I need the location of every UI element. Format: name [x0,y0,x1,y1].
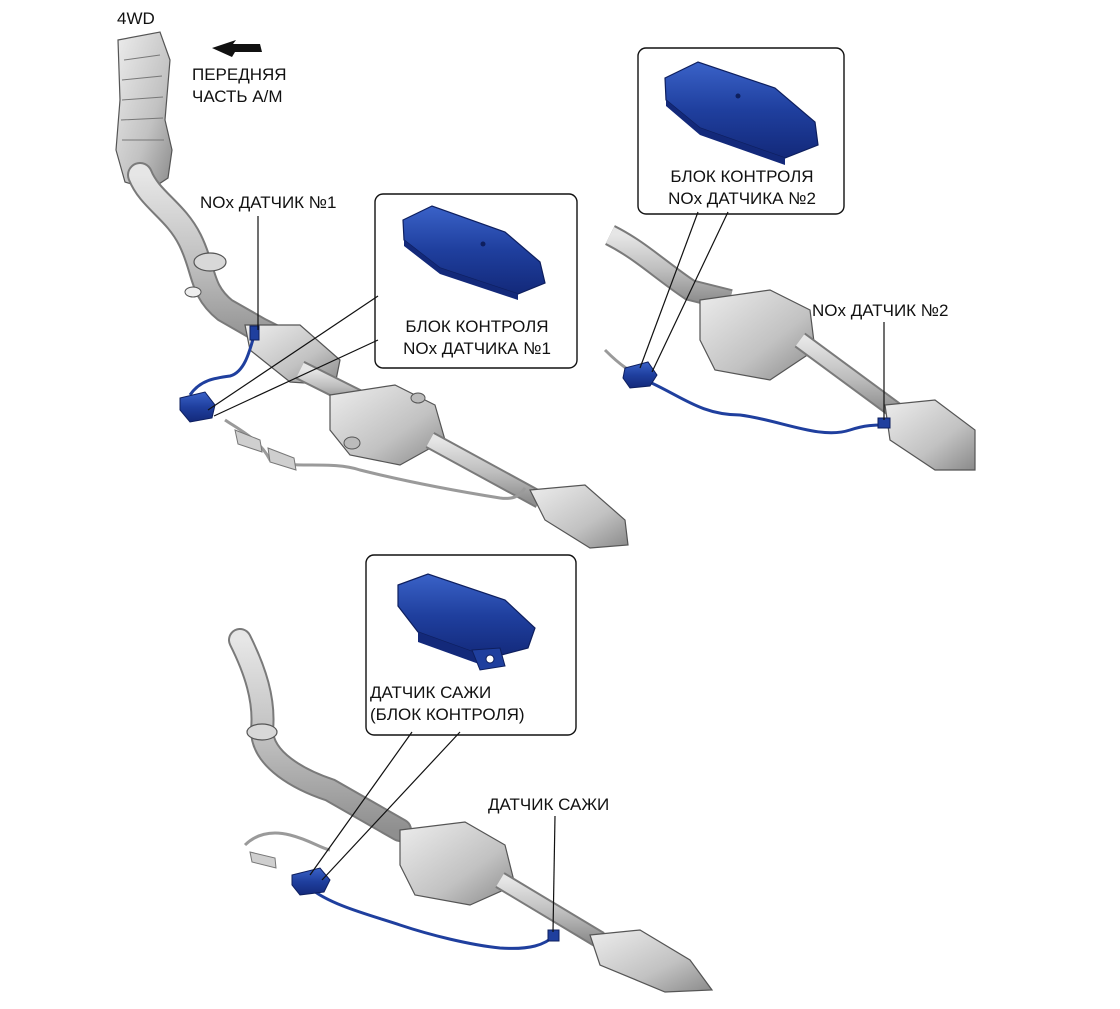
leader-lines [207,211,885,933]
nox-sensor-1-label: NOx ДАТЧИК №1 [200,193,337,212]
leader-nox-control-2-b [651,211,729,373]
nox-control-2-label: БЛОК КОНТРОЛЯ NOx ДАТЧИКА №2 [668,167,816,208]
inset-nox-2-module [664,61,819,165]
center-muffler [329,384,446,466]
soot-control-label: ДАТЧИК САЖИ (БЛОК КОНТРОЛЯ) [370,683,525,724]
panel-2-exhaust [603,225,976,471]
engine-block-outline [115,31,173,191]
nox-1-harness [188,331,257,396]
nox-1-sensor-part [249,325,260,341]
soot-sensor-label: ДАТЧИК САЖИ [488,795,610,814]
front-of-vehicle-label: ПЕРЕДНЯЯ ЧАСТЬ А/М [192,65,287,106]
gray-harness [224,418,527,500]
rear-muffler [529,484,629,549]
nox-1-module-part [179,391,216,423]
leader-soot-control-b [321,731,461,881]
soot-harness [309,886,557,950]
nox-2-harness [644,378,886,435]
front-direction-arrow [212,40,262,57]
panel-3-exhaust [228,628,714,993]
soot-module-part [291,867,331,896]
panel-3-rear-muffler [589,929,714,993]
panel-2-muffler [699,289,816,381]
leader-nox-control-1-b [213,339,379,417]
panel-1-exhaust [115,31,629,549]
leader-soot-control-a [309,731,413,876]
leader-soot-sensor [552,815,556,933]
inset-nox-1-module [402,205,546,300]
nox-control-1-label: БЛОК КОНТРОЛЯ NOx ДАТЧИКА №1 [403,317,551,358]
inset-soot-module [397,573,536,671]
nox-sensor-2-label: NOx ДАТЧИК №2 [812,301,949,320]
leader-nox-control-2-a [639,211,699,369]
nox-2-module-part [622,361,658,389]
panel-3-muffler [399,821,516,906]
variant-label: 4WD [117,9,155,28]
leader-nox-control-1-a [207,295,379,411]
panel-2-rear-muffler [884,399,976,471]
